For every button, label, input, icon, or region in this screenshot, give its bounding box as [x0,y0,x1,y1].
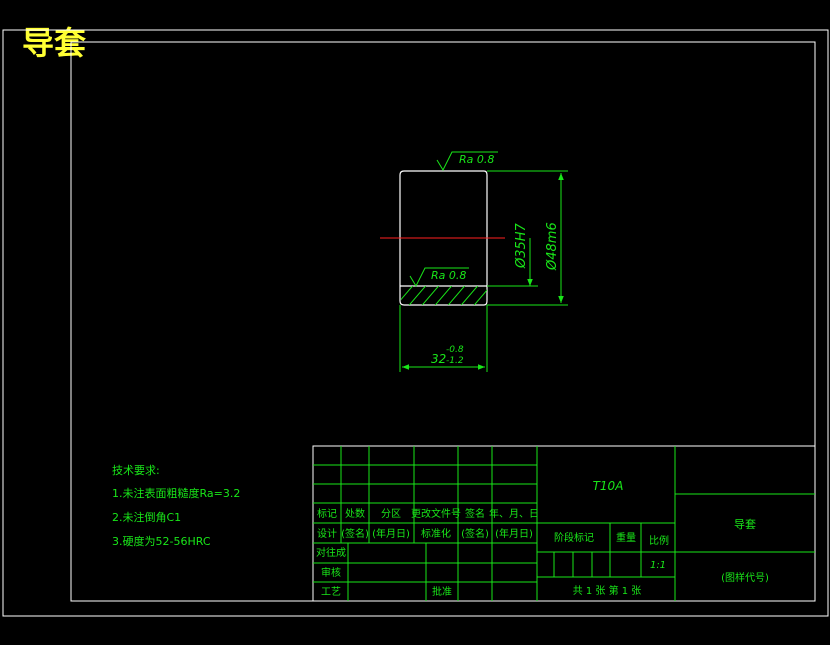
tb-standard-sign: (签名) [461,527,489,540]
tech-requirement-3: 3.硬度为52-56HRC [112,534,211,548]
tb-sheets: 共 1 张 第 1 张 [573,584,642,597]
tb-header-count: 处数 [345,507,365,520]
inner-diameter-dim: Ø35H7 [514,222,529,269]
tb-process-label: 工艺 [321,586,341,598]
tb-weight-label: 重量 [616,531,636,544]
roughness-label-top: Ra 0.8 [459,153,494,166]
roughness-symbol-inner [409,267,469,288]
tech-requirement-2: 2.未注倒角C1 [112,510,181,524]
part-geometry [399,170,488,306]
tb-header-date: 年、月、日 [489,507,539,520]
tb-drawing-code: (图样代号) [721,571,769,584]
outer-diameter-dim: Ø48m6 [545,222,560,271]
outer-frame [2,29,829,617]
tb-part-name: 导套 [734,518,756,531]
tb-header-sign: 签名 [465,507,485,520]
tb-header-docno: 更改文件号 [411,507,461,520]
length-tol-lower: -1.2 [446,356,464,366]
tb-standard-date: (年月日) [495,527,533,540]
tb-approve-label: 批准 [432,585,452,598]
tb-header-zone: 分区 [381,508,401,520]
tb-design-label: 设计 [317,527,337,540]
roughness-label-inner: Ra 0.8 [431,269,466,282]
tb-scale-label: 比例 [649,534,669,547]
diameter-dimension-lines [487,170,568,306]
part-outline [399,170,488,306]
tb-review-label: 审核 [321,566,341,579]
tb-design-sign: (签名) [341,527,369,540]
roughness-symbol-top [436,151,498,172]
title-block [312,445,816,602]
tech-requirement-1: 1.未注表面粗糙度Ra=3.2 [112,486,240,500]
length-tol-upper: -0.8 [446,345,464,355]
tb-design-date: (年月日) [372,527,410,540]
tb-scale-value: 1:1 [650,560,666,571]
section-hatch [401,286,487,305]
length-dim-value: 32 [431,352,446,366]
tb-header-mark: 标记 [317,508,337,520]
tech-requirements-heading: 技术要求: [112,464,160,477]
length-dimension-lines [399,305,488,372]
tb-proof-label: 对往成 [316,546,346,559]
tb-stage-label: 阶段标记 [554,531,594,544]
tb-material: T10A [593,479,624,493]
tb-standard-label: 标准化 [421,527,451,540]
